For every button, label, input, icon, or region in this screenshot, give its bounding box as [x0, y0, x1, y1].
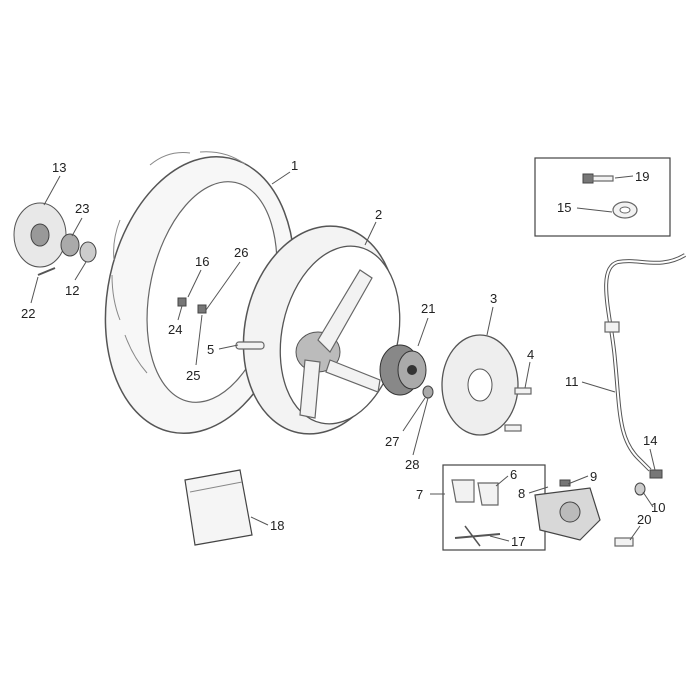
inset-box-hose-clamp [534, 157, 671, 237]
callout-labels: 1 2 3 4 5 6 7 8 9 10 11 12 13 14 15 16 1… [21, 158, 665, 549]
washer-10-part [634, 482, 646, 496]
clamp-15-part [612, 201, 638, 219]
callout-24: 24 [168, 322, 182, 337]
callout-9: 9 [590, 469, 597, 484]
washer-27-part [422, 385, 434, 399]
callout-15: 15 [557, 200, 571, 215]
pin-kit-17-part [454, 525, 501, 547]
brake-pads-6-part [451, 479, 499, 506]
bearing-23-part [60, 233, 80, 257]
callout-26: 26 [234, 245, 248, 260]
bolt-19-part [582, 173, 614, 184]
callout-18: 18 [270, 518, 284, 533]
callout-20: 20 [637, 512, 651, 527]
callout-21: 21 [421, 301, 435, 316]
brake-disc-3-part [441, 334, 519, 436]
callout-22: 22 [21, 306, 35, 321]
callout-10: 10 [651, 500, 665, 515]
callout-16: 16 [195, 254, 209, 269]
callout-13: 13 [52, 160, 66, 175]
callout-14: 14 [643, 433, 657, 448]
callout-8: 8 [518, 486, 525, 501]
brake-disc-13-part [13, 202, 67, 268]
callout-11: 11 [565, 374, 579, 389]
bolt-14-part [649, 469, 663, 479]
caliper-part [534, 487, 601, 541]
screws-16-24-26-part [177, 297, 207, 314]
callout-4: 4 [527, 347, 534, 362]
callout-12: 12 [65, 283, 79, 298]
spacer-12-part [79, 241, 97, 263]
callout-5: 5 [207, 342, 214, 357]
bleed-screw-9-part [559, 479, 571, 487]
callout-25: 25 [186, 368, 200, 383]
rim-part [242, 225, 401, 435]
callout-7: 7 [416, 487, 423, 502]
callout-23: 23 [75, 201, 89, 216]
callout-28: 28 [405, 457, 419, 472]
pin-22-part [37, 267, 56, 276]
disc-bolts-4-part [504, 387, 532, 432]
leader-lines [30, 171, 656, 542]
callout-1: 1 [291, 158, 298, 173]
hub-21-part [379, 344, 427, 396]
callout-17: 17 [511, 534, 525, 549]
manual-18-part [184, 469, 253, 546]
bolt-20-part [614, 537, 634, 547]
brake-hose-11-part [604, 253, 687, 472]
callout-6: 6 [510, 467, 517, 482]
callout-2: 2 [375, 207, 382, 222]
valve-5-part [235, 341, 265, 350]
callout-27: 27 [385, 434, 399, 449]
callout-3: 3 [490, 291, 497, 306]
callout-19: 19 [635, 169, 649, 184]
